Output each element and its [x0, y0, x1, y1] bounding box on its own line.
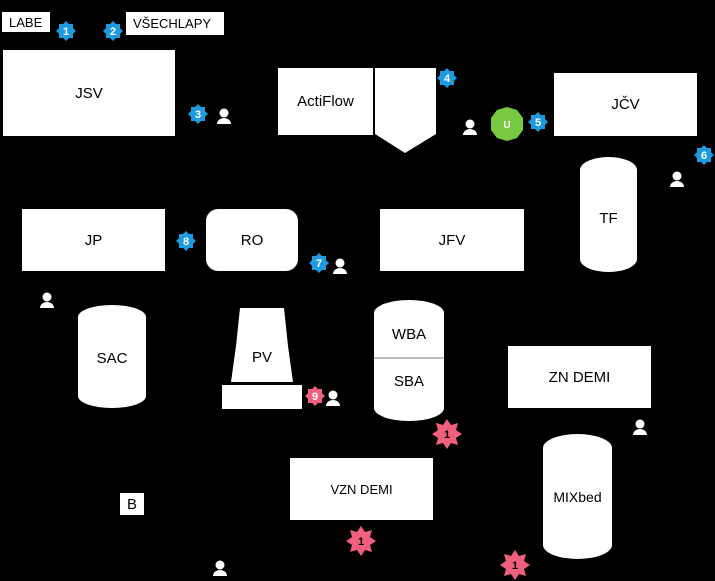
badge-pink-1b[interactable]: 1: [346, 526, 376, 556]
unit-sba-label: SBA: [394, 373, 424, 390]
badge-pink-1a-label: 1: [444, 429, 450, 441]
person-icon[interactable]: [463, 119, 477, 136]
badge-blue-7[interactable]: 7: [309, 253, 329, 273]
unit-sac-label: SAC: [97, 350, 128, 367]
person-icon[interactable]: [670, 171, 684, 188]
person-icon[interactable]: [213, 560, 227, 577]
badge-blue-1[interactable]: 1: [56, 21, 76, 41]
clarifier-shape[interactable]: [375, 68, 437, 154]
unit-pv-label: PV: [252, 349, 272, 366]
pump-u[interactable]: U: [490, 107, 524, 141]
pump-label: U: [503, 120, 510, 131]
badge-pink-1a-shape: [432, 419, 462, 449]
unit-tf-label: TF: [599, 210, 617, 227]
badge-pink-1c-label: 1: [512, 560, 518, 572]
badge-blue-2-shape: [103, 21, 123, 41]
badge-blue-4-shape: [437, 68, 457, 88]
badge-blue-3-shape: [188, 104, 208, 124]
badge-blue-6-label: 6: [701, 150, 707, 162]
badge-blue-4-label: 4: [444, 73, 451, 85]
badge-blue-2[interactable]: 2: [103, 21, 123, 41]
person-icon[interactable]: [333, 258, 347, 275]
badge-blue-5[interactable]: 5: [528, 112, 548, 132]
badge-blue-2-label: 2: [110, 26, 116, 38]
person-icon[interactable]: [217, 108, 231, 125]
badge-blue-8-shape: [176, 231, 196, 251]
badge-blue-3[interactable]: 3: [188, 104, 208, 124]
badge-blue-5-shape: [528, 112, 548, 132]
unit-wba-label: WBA: [392, 326, 426, 343]
pump-body: [491, 107, 523, 141]
badge-blue-6-shape: [694, 145, 714, 165]
unit-mixbed[interactable]: MIXbed: [543, 434, 612, 559]
mixbed-tank-body: [543, 434, 612, 559]
badge-blue-6[interactable]: 6: [694, 145, 714, 165]
badge-blue-7-shape: [309, 253, 329, 273]
unit-mixbed-label: MIXbed: [553, 489, 601, 505]
clarifier-body: [375, 68, 436, 153]
badge-blue-5-label: 5: [535, 117, 541, 129]
unit-wba-sba[interactable]: WBA SBA: [374, 300, 444, 421]
badge-blue-8[interactable]: 8: [176, 231, 196, 251]
badge-pink-1a[interactable]: 1: [432, 419, 462, 449]
badge-blue-8-label: 8: [183, 236, 189, 248]
pv-tower-base: [222, 385, 302, 409]
person-icon[interactable]: [326, 390, 340, 407]
pv-tower-body: [231, 308, 293, 382]
unit-sac[interactable]: SAC: [78, 305, 146, 408]
sac-tank-body: [78, 305, 146, 408]
badge-blue-9-label: 9: [312, 391, 318, 403]
badge-blue-1-shape: [56, 21, 76, 41]
badge-blue-1-label: 1: [63, 26, 69, 38]
unit-pv[interactable]: PV: [222, 308, 302, 410]
unit-jfv[interactable]: JFV: [380, 209, 524, 271]
badge-blue-3-label: 3: [195, 109, 201, 121]
badge-pink-1c[interactable]: 1: [500, 550, 530, 580]
badge-pink-1b-label: 1: [358, 536, 364, 548]
badge-pink-1c-shape: [500, 550, 530, 580]
tf-tank-body: [580, 157, 637, 272]
badge-blue-9[interactable]: 9: [305, 386, 325, 406]
person-icon[interactable]: [40, 292, 54, 309]
badge-blue-7-label: 7: [316, 258, 322, 270]
wba-sba-tank-body: [374, 300, 444, 421]
person-icon[interactable]: [633, 419, 647, 436]
badge-pink-1b-shape: [346, 526, 376, 556]
badge-blue-9-shape: [305, 386, 325, 406]
badge-blue-4[interactable]: 4: [437, 68, 457, 88]
unit-tf[interactable]: TF: [580, 157, 637, 273]
